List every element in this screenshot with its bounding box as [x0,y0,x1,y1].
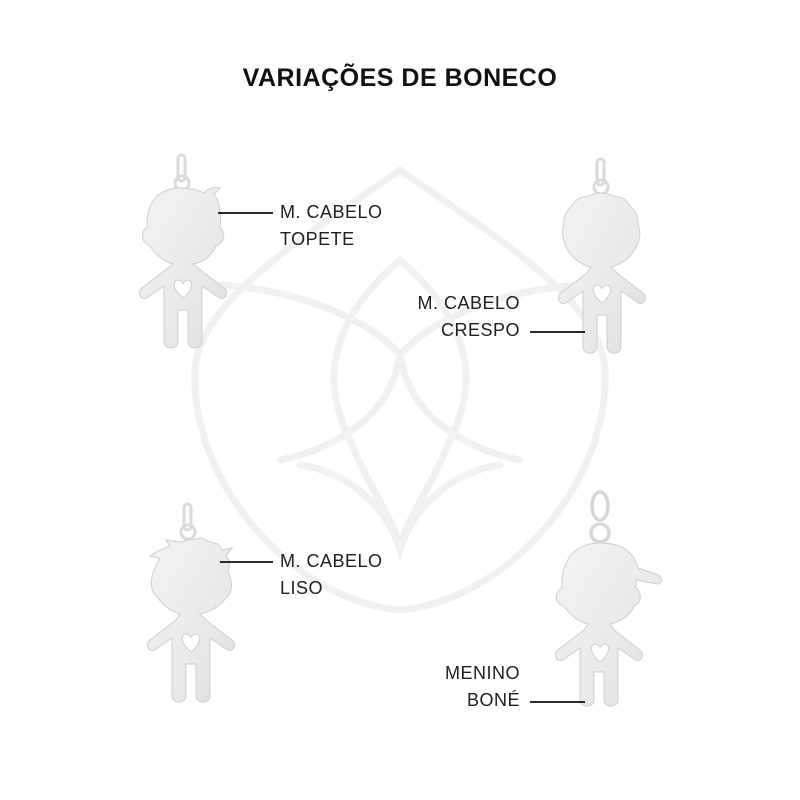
leader-line-liso [220,561,273,563]
heart-cutout-icon [590,643,610,663]
label-bone-line2: BONÉ [466,690,520,710]
label-bone-line1: MENINO [445,663,520,683]
heart-cutout-icon [592,284,612,304]
label-topete: M. CABELO TOPETE [280,199,383,253]
label-liso-line2: LISO [280,578,324,598]
leader-line-bone [530,701,585,703]
pendant-crespo [557,157,647,354]
heart-cutout-icon [181,633,201,653]
label-topete-line1: M. CABELO [280,202,383,222]
leader-line-topete [218,212,273,214]
label-crespo-line2: CRESPO [440,320,520,340]
pendant-topete [138,153,228,349]
pendant-bone [554,490,663,707]
pendant-liso [146,502,236,703]
label-crespo: M. CABELO CRESPO [417,290,520,344]
label-liso-line1: M. CABELO [280,551,383,571]
label-topete-line2: TOPETE [280,229,355,249]
leader-line-crespo [530,331,585,333]
label-crespo-line1: M. CABELO [417,293,520,313]
page-title: VARIAÇÕES DE BONECO [242,64,558,92]
label-liso: M. CABELO LISO [280,548,383,602]
label-bone: MENINO BONÉ [445,660,520,714]
heart-cutout-icon [173,279,193,299]
